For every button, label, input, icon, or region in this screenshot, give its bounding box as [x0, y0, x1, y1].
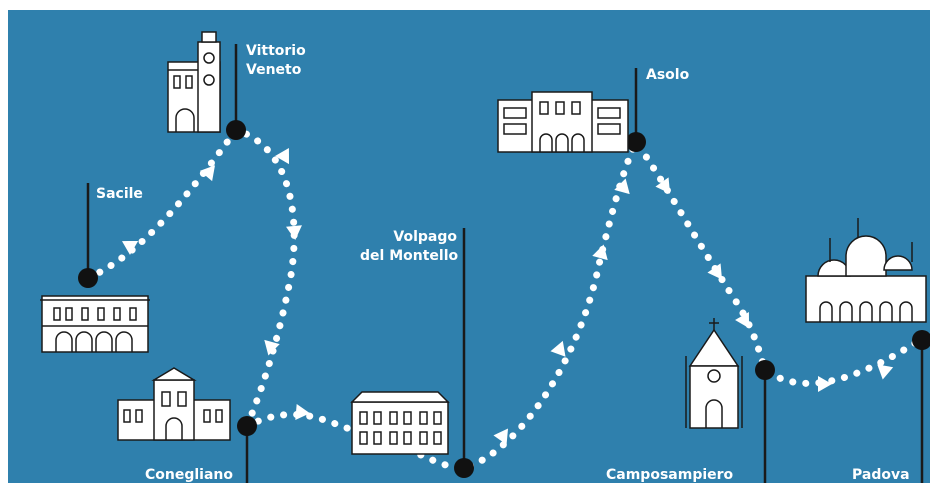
stop-label-volpago: Volpago del Montello — [360, 228, 459, 266]
stop-label-padova: Padova — [852, 466, 910, 485]
stop-label-vittorio-veneto: Vittorio Veneto — [246, 42, 306, 80]
stop-label-line: Sacile — [96, 186, 143, 202]
route-arrow — [264, 339, 280, 356]
stop-label-line: Padova — [852, 467, 910, 483]
route-arrow — [707, 263, 723, 280]
route-arrow — [122, 241, 139, 255]
stop-label-line: Conegliano — [145, 467, 234, 483]
stop-label-conegliano: Conegliano — [145, 466, 233, 485]
stop-label-line: Volpago — [393, 229, 457, 245]
asolo-building-illustration — [497, 91, 629, 153]
vittorio-veneto-building-illustration — [167, 31, 221, 133]
stop-marker-asolo — [626, 132, 646, 152]
stop-marker-volpago — [454, 458, 474, 478]
stop-marker-padova — [912, 330, 930, 350]
route-arrow — [818, 376, 832, 392]
route-arrow — [286, 225, 302, 240]
route-arrow — [493, 428, 509, 445]
volpago-building-illustration — [350, 391, 450, 455]
stop-marker-camposampiero — [755, 360, 775, 380]
stop-marker-conegliano — [237, 416, 257, 436]
route-arrow — [592, 244, 608, 261]
stop-label-line: Asolo — [646, 67, 690, 83]
stop-label-line: Camposampiero — [606, 467, 734, 483]
route-arrow — [550, 340, 566, 357]
route-arrows — [122, 148, 894, 445]
stop-label-line: Veneto — [246, 62, 302, 78]
route-arrow — [655, 177, 671, 194]
stop-label-line: del Montello — [360, 248, 459, 264]
stop-marker-vittorio-veneto — [226, 120, 246, 140]
stop-label-line: Vittorio — [246, 43, 306, 59]
route-arrow — [199, 165, 215, 182]
stop-markers — [78, 120, 930, 478]
camposampiero-building-illustration — [685, 318, 743, 429]
route-arrow — [877, 364, 894, 380]
conegliano-building-illustration — [117, 367, 231, 441]
sacile-building-illustration — [40, 295, 150, 353]
route-arrow — [295, 404, 310, 420]
stop-label-camposampiero: Camposampiero — [606, 466, 733, 485]
route-arrow — [614, 178, 630, 195]
stop-label-asolo: Asolo — [646, 66, 689, 85]
route-arrow — [275, 148, 289, 165]
route-arrow — [735, 312, 749, 329]
stop-marker-sacile — [78, 268, 98, 288]
route-path — [84, 125, 924, 472]
stop-label-sacile: Sacile — [96, 185, 143, 204]
padova-building-illustration — [805, 218, 927, 323]
